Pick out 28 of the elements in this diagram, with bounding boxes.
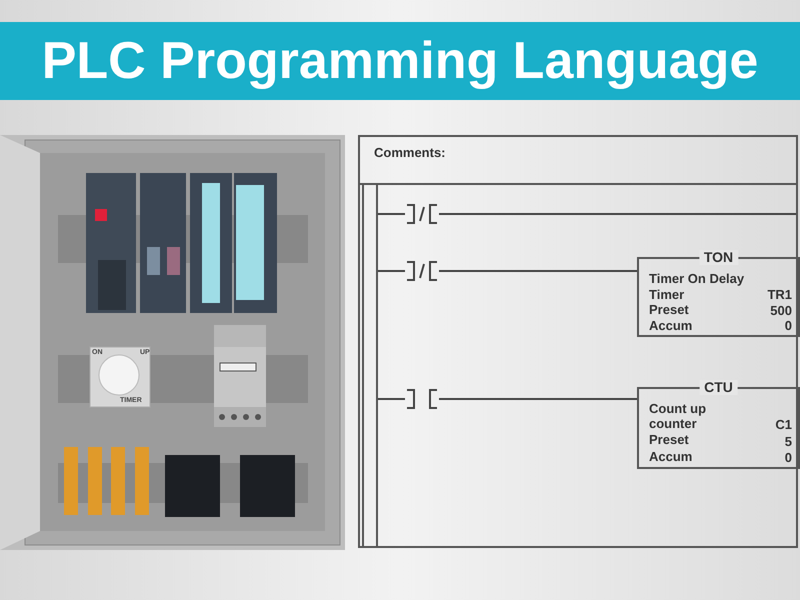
- title: PLC Programming Language: [0, 22, 800, 100]
- parameter-name: Timer: [649, 286, 686, 302]
- parameter-name: Count up counter: [649, 401, 708, 432]
- parameter-value: 5: [784, 434, 792, 449]
- open-contact-symbol: [405, 388, 439, 410]
- parameter-name: Accum: [649, 318, 694, 333]
- closed-contact-symbol: [405, 260, 439, 282]
- rung-line: [378, 270, 405, 272]
- comments-heading: Comments:: [374, 145, 446, 160]
- parameter-value: TR1: [767, 287, 792, 302]
- block-heading: CTU: [699, 380, 738, 395]
- rung-line: [439, 398, 637, 400]
- parameter-name: Preset: [649, 432, 690, 449]
- rung-line: [439, 270, 637, 272]
- parameter-name: Accum: [649, 448, 694, 465]
- rung-line: [378, 398, 405, 400]
- ladder-panel: [358, 135, 798, 548]
- parameter-name: Preset: [649, 302, 690, 318]
- parameter-value: 500: [769, 302, 792, 318]
- rung-line: [439, 213, 796, 215]
- closed-contact-symbol: [405, 203, 439, 225]
- block-heading: TON: [698, 250, 738, 265]
- power-rail: [362, 185, 378, 548]
- block-description: Timer On Delay: [649, 271, 746, 286]
- parameter-value: C1: [775, 417, 792, 432]
- parameter-value: 0: [784, 318, 792, 333]
- rung-line: [378, 213, 405, 215]
- parameter-value: 0: [784, 450, 792, 465]
